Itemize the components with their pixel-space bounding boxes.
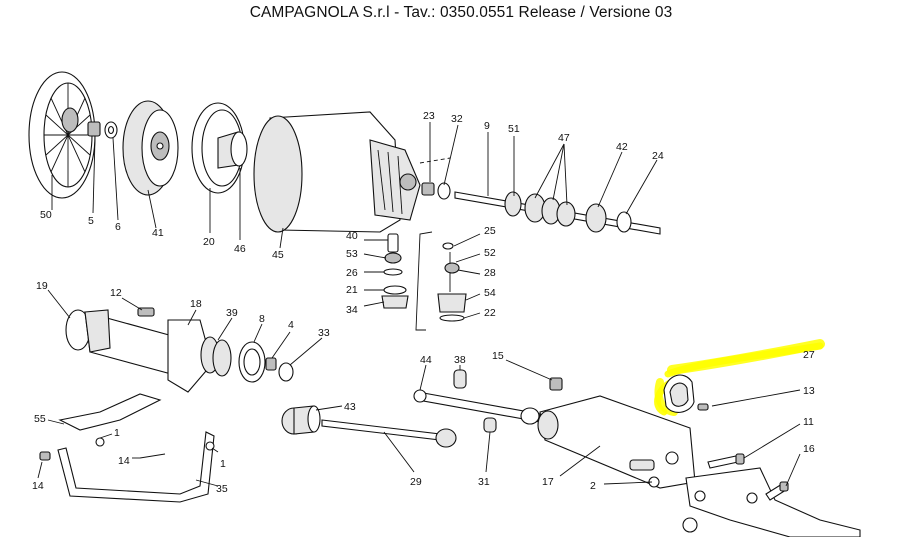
callout-22: 22 [484,307,496,319]
callout-14b: 14 [32,480,44,492]
callout-5: 5 [88,215,94,227]
cover-27 [663,374,695,413]
callout-55: 55 [34,413,46,425]
callout-51: 51 [508,123,520,135]
callout-1b: 1 [220,458,226,470]
main-shaft [421,182,661,235]
callout-50: 50 [40,209,52,221]
callout-2: 2 [590,480,596,492]
callout-14a: 14 [118,455,130,467]
callout-20: 20 [203,236,215,248]
callout-34: 34 [346,304,358,316]
clutch-plate [122,100,179,196]
callout-47: 47 [558,132,570,144]
leader-lines-lever [559,445,653,485]
rod-29 [321,419,457,448]
motor-housing [253,111,421,233]
callout-32: 32 [451,113,463,125]
bracket-lower-right [682,467,861,537]
callout-23: 23 [423,110,435,122]
bracket-frame [39,393,215,503]
callout-16: 16 [803,443,815,455]
callout-41: 41 [152,227,164,239]
callout-42: 42 [616,141,628,153]
callout-25: 25 [484,225,496,237]
callout-29: 29 [410,476,422,488]
callout-6: 6 [115,221,121,233]
bearing-hub-46 [217,131,248,169]
nut-5 [87,121,101,137]
callout-19: 19 [36,280,48,292]
callout-27: 27 [803,349,815,361]
callout-52: 52 [484,247,496,259]
screw-13 [697,403,709,411]
pulley-wheel [28,71,96,199]
callout-33: 33 [318,327,330,339]
leader-lines-right [711,389,801,487]
valve-assembly-right [437,242,467,322]
callout-15: 15 [492,350,504,362]
callout-26: 26 [346,267,358,279]
leader-lines-bottom-left [37,419,219,487]
leader-lines-bottom-mid [315,405,415,473]
callout-8: 8 [259,313,265,325]
tube-assembly [65,307,294,393]
callout-46: 46 [234,243,246,255]
bushing-43 [281,405,321,435]
bracket-lines-center [363,231,481,331]
callout-31: 31 [478,476,490,488]
callout-1a: 1 [114,427,120,439]
callout-labels: 50 5 6 41 20 46 45 23 32 9 51 47 42 24 4… [32,110,815,495]
callout-38: 38 [454,354,466,366]
callout-44: 44 [420,354,432,366]
leader-lines-top [51,122,658,249]
bolt-16 [765,481,789,501]
callout-17: 17 [542,476,554,488]
callout-13: 13 [803,385,815,397]
callout-4: 4 [288,319,294,331]
callout-18: 18 [190,298,202,310]
callout-43: 43 [344,401,356,413]
drawing-title: CAMPAGNOLA S.r.l - Tav.: 0350.0551 Relea… [249,4,673,21]
callout-40: 40 [346,230,358,242]
callout-54: 54 [484,287,496,299]
callout-28: 28 [484,267,496,279]
callout-39: 39 [226,307,238,319]
valve-assembly-left [381,233,409,309]
leader-lines-mid-left [47,289,323,366]
link-arm-44 [413,369,563,433]
washer-6 [104,121,118,139]
callout-45: 45 [272,249,284,261]
callout-35: 35 [216,483,228,495]
callout-9: 9 [484,120,490,132]
callout-53: 53 [346,248,358,260]
bolt-11 [707,453,745,469]
callout-12: 12 [110,287,122,299]
callout-11: 11 [803,416,814,428]
callout-24: 24 [652,150,664,162]
callout-21: 21 [346,284,358,296]
leader-lines-links [419,359,553,473]
